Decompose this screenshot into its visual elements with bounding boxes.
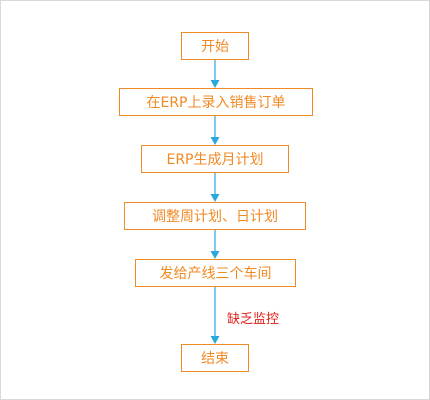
- node-adjust-plan: 调整周计划、日计划: [124, 202, 306, 230]
- node-erp-entry: 在ERP上录入销售订单: [119, 88, 313, 116]
- node-erp-plan: ERP生成月计划: [141, 145, 289, 173]
- node-end: 结束: [181, 344, 249, 372]
- arrow-erp-plan-to-adjust: [208, 173, 222, 202]
- arrow-dispatch-to-end: [208, 287, 222, 344]
- arrow-erp-entry-to-erp-plan: [208, 116, 222, 145]
- arrow-adjust-to-dispatch: [208, 230, 222, 259]
- node-dispatch: 发给产线三个车间: [135, 259, 296, 287]
- node-start: 开始: [181, 32, 249, 60]
- annotation-lack-of-monitoring: 缺乏监控: [227, 312, 280, 327]
- arrow-start-to-erp-entry: [208, 60, 222, 88]
